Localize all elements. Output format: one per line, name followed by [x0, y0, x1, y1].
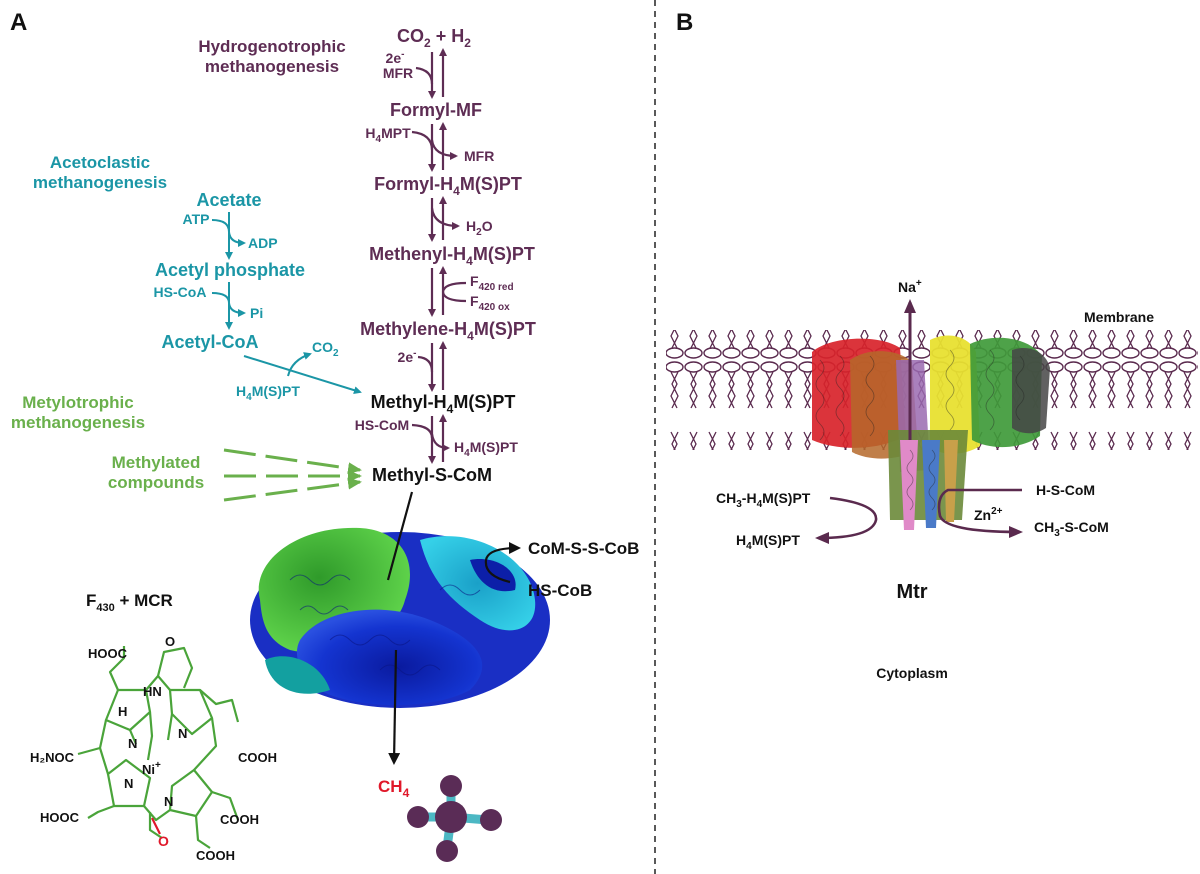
curve-h4msp-out: [432, 434, 448, 448]
curve-f420: [443, 283, 466, 301]
f430-n4: N: [164, 794, 173, 809]
cofactor-co2: CO2: [312, 339, 339, 359]
aceto-title-line2: methanogenesis: [33, 173, 167, 192]
mtr-label: Mtr: [896, 581, 927, 603]
hydro-title-line2: methanogenesis: [205, 57, 339, 76]
cofactor-f420-red: F420 red: [470, 273, 514, 293]
f430-mcr: F430 + MCR: [86, 591, 173, 614]
f430-cooh-bottom-right: COOH: [220, 812, 259, 827]
curve-2e-in: [418, 357, 432, 372]
f430-hooc-top: HOOC: [88, 646, 128, 661]
hydro-title-line1: Hydrogenotrophic: [198, 37, 345, 56]
methylated-line1: Methylated: [112, 453, 201, 472]
cofactor-mfr-out: MFR: [464, 148, 494, 164]
aceto-title-line1: Acetoclastic: [50, 153, 150, 172]
formyl-mf: Formyl-MF: [390, 100, 482, 120]
f430-n2: N: [178, 726, 187, 741]
f430-ni: Ni+: [142, 760, 161, 777]
curve-h2o-out: [432, 208, 458, 226]
com-s-s-cob: CoM-S-S-CoB: [528, 539, 639, 558]
formyl-h4msp: Formyl-H4M(S)PT: [374, 174, 522, 198]
cofactor-f420-ox: F420 ox: [470, 293, 510, 313]
f430-o-red: O: [158, 833, 169, 849]
cofactor-2e: 2e-: [386, 49, 405, 66]
methyl-s-com: Methyl-S-CoM: [372, 465, 492, 485]
acetyl-coa: Acetyl-CoA: [161, 332, 258, 352]
f430-h: H: [118, 704, 127, 719]
methylo-arrow-1: [224, 450, 360, 470]
curve-hscom-in: [412, 425, 432, 438]
f430-h2noc: H₂NOC: [30, 750, 75, 765]
acetyl-phosphate: Acetyl phosphate: [155, 260, 305, 280]
panel-b-label: B: [676, 9, 693, 36]
curve-h4mpt-in: [412, 132, 432, 150]
cofactor-h2o: H2O: [466, 218, 493, 238]
methylated-line2: compounds: [108, 473, 204, 492]
cofactor-h4msp-aceto: H4M(S)PT: [236, 383, 300, 403]
cofactor-2e-lower: 2e-: [398, 348, 417, 365]
f430-structure: [78, 646, 238, 848]
cofactor-h4mpt: H4MPT: [365, 125, 411, 145]
cofactor-pi: Pi: [250, 305, 263, 321]
cofactor-mfr: MFR: [383, 65, 413, 81]
curve-mfr-in: [416, 68, 432, 84]
cytoplasm-label: Cytoplasm: [876, 665, 948, 681]
methane-molecule: [407, 775, 502, 862]
cofactor-adp: ADP: [248, 235, 278, 251]
methylene-h4msp: Methylene-H4M(S)PT: [360, 319, 536, 343]
ch3-h4msp: CH3-H4M(S)PT: [716, 490, 811, 510]
f430-n3: N: [124, 776, 133, 791]
hs-cob: HS-CoB: [528, 581, 592, 600]
cofactor-hs-coa: HS-CoA: [154, 284, 207, 300]
f430-cooh-right: COOH: [238, 750, 277, 765]
panel-a-label: A: [10, 9, 27, 36]
ch4-label: CH4: [378, 777, 410, 800]
h4msp-b: H4M(S)PT: [736, 532, 800, 552]
ch3-s-com: CH3-S-CoM: [1034, 519, 1109, 539]
methenyl-h4msp: Methenyl-H4M(S)PT: [369, 244, 535, 268]
co2-h2: CO2 + H2: [397, 26, 471, 50]
mcr-protein-structure: [250, 528, 550, 708]
na-label: Na+: [898, 278, 922, 295]
f430-hn: HN: [143, 684, 162, 699]
membrane-label: Membrane: [1084, 309, 1154, 325]
f430-cooh-bottom: COOH: [196, 848, 235, 863]
methyl-h4msp: Methyl-H4M(S)PT: [371, 392, 516, 416]
f430-o-top: O: [165, 634, 175, 649]
cofactor-atp: ATP: [183, 211, 210, 227]
methylo-title-line1: Metylotrophic: [22, 393, 133, 412]
methylo-arrow-3: [224, 482, 360, 500]
f430-n1: N: [128, 736, 137, 751]
cofactor-hs-com: HS-CoM: [355, 417, 409, 433]
methylo-title-line2: methanogenesis: [11, 413, 145, 432]
ch3-curve: [818, 498, 876, 538]
h-s-com: H-S-CoM: [1036, 482, 1095, 498]
zn-label: Zn2+: [974, 506, 1003, 523]
acetate: Acetate: [196, 190, 261, 210]
f430-hooc-bottom-left: HOOC: [40, 810, 80, 825]
cofactor-h4msp-out: H4M(S)PT: [454, 439, 518, 459]
